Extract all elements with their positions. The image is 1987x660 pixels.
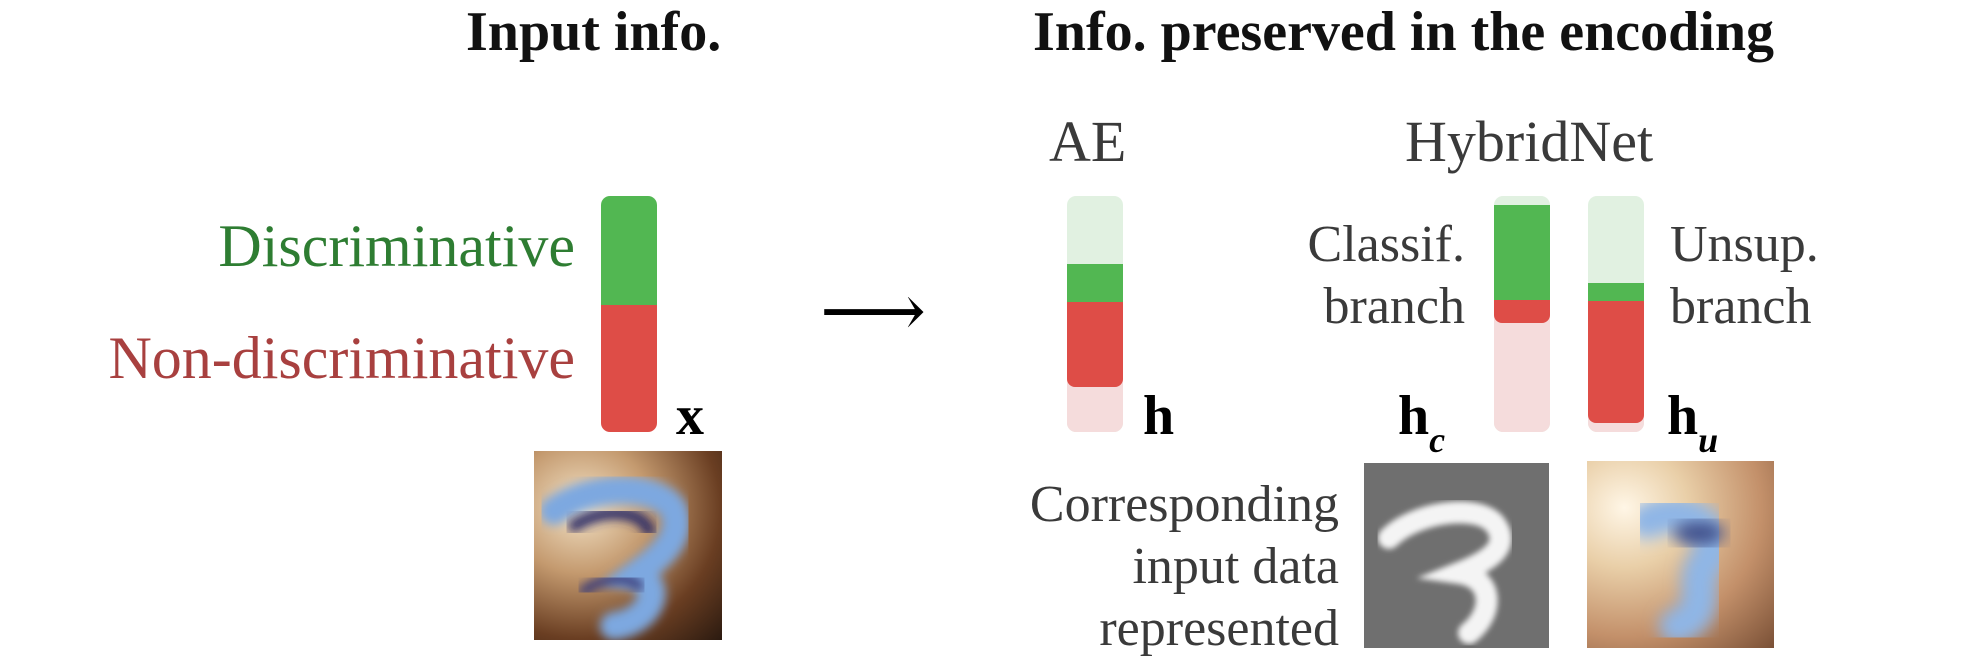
unsup-var-sub: u <box>1698 420 1719 461</box>
input-image <box>534 451 722 640</box>
ae-preserved-block <box>1067 264 1123 388</box>
hybridnet-label: HybridNet <box>1405 109 1654 174</box>
classif-reconstruction-image <box>1364 463 1549 648</box>
ae-variable-h: h <box>1143 385 1175 447</box>
unsup-reconstruction-image <box>1587 461 1774 648</box>
ae-encoding-bar <box>1067 196 1123 432</box>
corresponding-line1: Corresponding <box>1029 476 1339 533</box>
transform-arrow: ⟶ <box>820 271 927 353</box>
input-non-discriminative-segment <box>601 304 657 432</box>
non-discriminative-label: Non-discriminative <box>108 325 575 391</box>
unsup-encoding-bar <box>1588 196 1644 432</box>
unsup-var-base: h <box>1667 385 1699 447</box>
unsup-discriminative-segment <box>1588 283 1644 302</box>
unsup-label-line1: Unsup. <box>1670 216 1819 273</box>
classif-digit-graphic <box>1378 501 1512 644</box>
input-discriminative-segment <box>601 196 657 305</box>
input-vector-bar <box>601 196 657 432</box>
encoding-info-title: Info. preserved in the encoding <box>1033 1 1774 63</box>
unsup-preserved-block <box>1588 283 1644 423</box>
classif-label-line2: branch <box>1323 278 1465 335</box>
input-variable-x: x <box>676 385 704 447</box>
corresponding-line3: represented <box>1099 600 1339 657</box>
input-digit-graphic <box>540 476 690 640</box>
unsup-label-line2: branch <box>1670 278 1812 335</box>
classif-discriminative-segment <box>1494 205 1550 300</box>
classif-encoding-bar <box>1494 196 1550 432</box>
unsup-variable-hu: hu <box>1667 384 1718 460</box>
classif-var-base: h <box>1398 385 1430 447</box>
classif-lost-non-discriminative <box>1494 304 1550 432</box>
ae-discriminative-segment <box>1067 264 1123 303</box>
classif-variable-hc: hc <box>1398 384 1445 460</box>
corresponding-label: Corresponding input data represented <box>1030 474 1339 660</box>
discriminative-label: Discriminative <box>218 213 575 279</box>
input-info-title: Input info. <box>466 1 722 63</box>
classif-label-line1: Classif. <box>1307 216 1465 273</box>
ae-label: AE <box>1049 109 1127 174</box>
corresponding-line2: input data <box>1132 538 1339 595</box>
unsup-digit-graphic <box>1629 496 1731 644</box>
classif-branch-label: Classif. branch <box>1308 214 1465 338</box>
unsup-branch-label: Unsup. branch <box>1670 214 1819 338</box>
classif-var-sub: c <box>1429 420 1446 461</box>
classif-preserved-block <box>1494 205 1550 324</box>
